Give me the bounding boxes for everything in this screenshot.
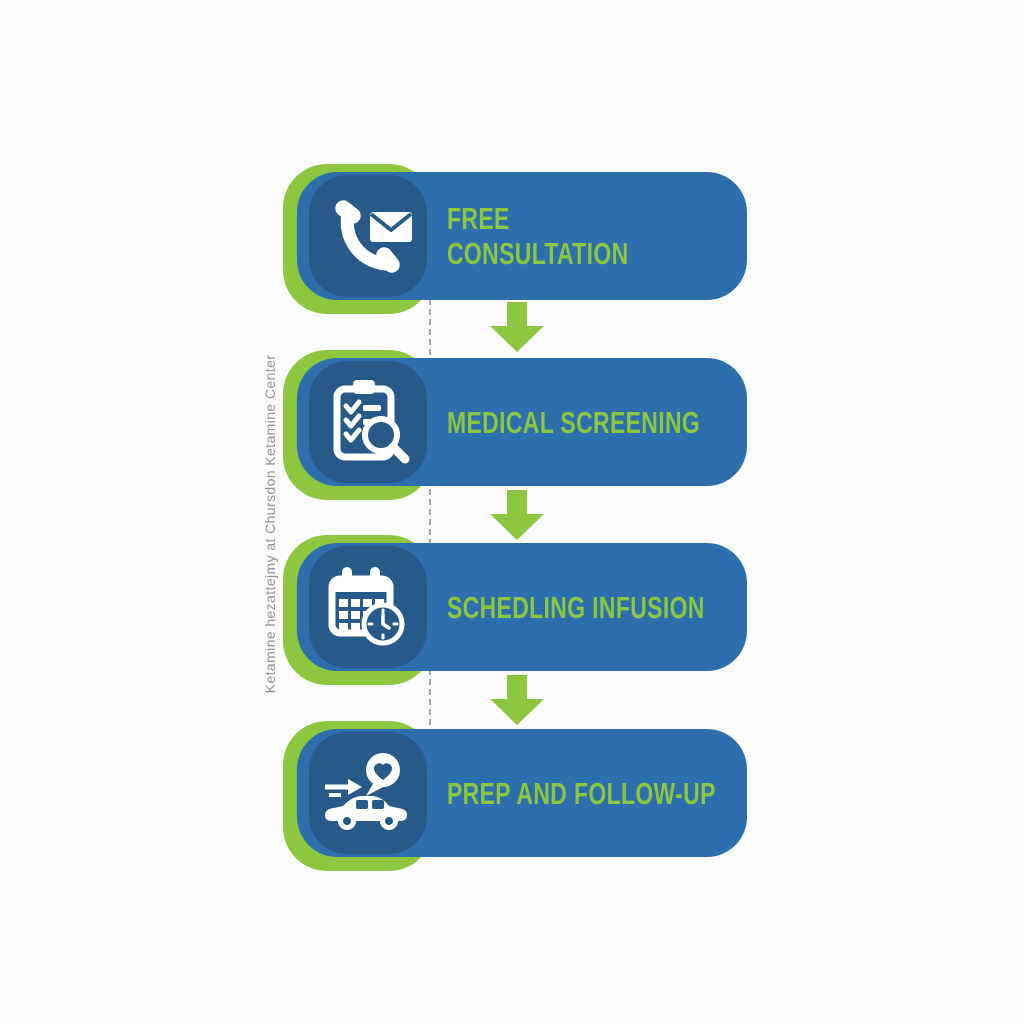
- step-card-scheduling-infusion: SCHEDLING INFUSION: [283, 535, 747, 685]
- icon-tile: [309, 732, 427, 854]
- down-arrow-icon: [490, 675, 544, 725]
- step-label-line: MEDICAL SCREENING: [447, 404, 701, 440]
- step-card-body: SCHEDLING INFUSION: [297, 543, 747, 671]
- clipboard-magnifier-icon: [333, 380, 410, 464]
- step-label-line: SCHEDLING INFUSION: [447, 589, 705, 625]
- watermark-text: Ketamine hezattejmy at Chursdon Ketamine…: [262, 354, 278, 694]
- car-heart-icon: [325, 753, 407, 830]
- step-label: SCHEDLING INFUSION: [447, 543, 739, 671]
- icon-tile: [309, 546, 427, 668]
- step-label: MEDICAL SCREENING: [447, 358, 739, 486]
- step-card-prep-follow-up: PREP AND FOLLOW-UP: [283, 721, 747, 871]
- phone-envelope-icon: [335, 200, 413, 273]
- step-card-body: MEDICAL SCREENING: [297, 358, 747, 486]
- icon-tile: [309, 361, 427, 483]
- step-card-body: FREE CONSULTATION: [297, 172, 747, 300]
- step-card-free-consultation: FREE CONSULTATION: [283, 164, 747, 314]
- icon-tile: [309, 175, 427, 297]
- step-label-line: CONSULTATION: [447, 236, 629, 271]
- dashed-guide-line: [429, 299, 431, 735]
- step-label-line: FREE: [447, 201, 510, 236]
- step-card-body: PREP AND FOLLOW-UP: [297, 729, 747, 857]
- calendar-clock-icon: [328, 567, 405, 646]
- step-label: PREP AND FOLLOW-UP: [447, 729, 739, 857]
- down-arrow-icon: [490, 490, 544, 540]
- down-arrow-icon: [490, 302, 544, 352]
- step-card-medical-screening: MEDICAL SCREENING: [283, 350, 747, 500]
- step-label: FREE CONSULTATION: [447, 172, 739, 300]
- step-label-line: PREP AND FOLLOW-UP: [447, 775, 716, 811]
